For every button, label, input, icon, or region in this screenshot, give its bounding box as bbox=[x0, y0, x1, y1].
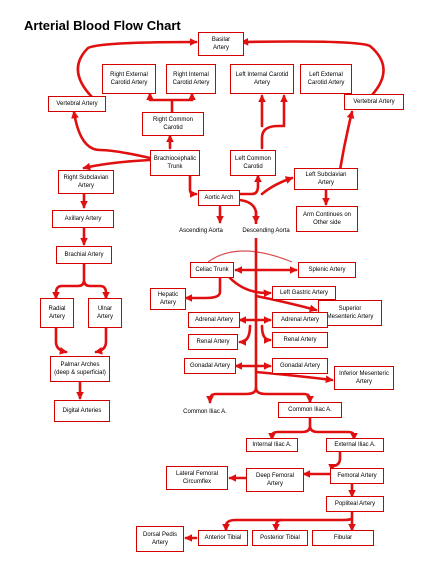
node-ulnar-artery[interactable]: Ulnar Artery bbox=[88, 298, 122, 328]
node-gonadal-artery-right[interactable]: Gonadal Artery bbox=[272, 358, 328, 374]
node-left-subclavian[interactable]: Left Subclavian Artery bbox=[294, 168, 358, 190]
node-dorsal-pedis-artery[interactable]: Dorsal Pedis Artery bbox=[136, 526, 184, 552]
node-splenic-artery[interactable]: Splenic Artery bbox=[298, 262, 356, 278]
node-digital-arteries[interactable]: Digital Arteries bbox=[54, 400, 110, 422]
node-renal-artery-right[interactable]: Renal Artery bbox=[272, 332, 328, 348]
connector bbox=[260, 94, 288, 150]
node-anterior-tibial[interactable]: Anterior Tibial bbox=[198, 530, 248, 546]
node-left-gastric-artery[interactable]: Left Gastric Artery bbox=[272, 286, 336, 300]
connector bbox=[260, 324, 272, 344]
connector bbox=[148, 93, 194, 114]
node-palmar-arches[interactable]: Palmar Arches (deep & superficial) bbox=[50, 356, 110, 382]
node-brachial-artery[interactable]: Brachial Artery bbox=[56, 246, 112, 264]
node-superior-mesenteric[interactable]: Superior Mesenteric Artery bbox=[318, 300, 382, 326]
node-radial-artery[interactable]: Radial Artery bbox=[40, 298, 74, 328]
connector bbox=[54, 262, 108, 299]
connector bbox=[54, 326, 68, 355]
connector bbox=[184, 276, 222, 302]
node-vertebral-artery-left[interactable]: Vertebral Artery bbox=[48, 96, 106, 112]
connector bbox=[76, 38, 198, 99]
node-common-iliac-left[interactable]: Common Iliac A. bbox=[176, 404, 234, 420]
connector bbox=[240, 37, 385, 97]
connector bbox=[328, 450, 342, 472]
connector bbox=[270, 416, 356, 440]
node-common-iliac-right[interactable]: Common Iliac A. bbox=[278, 402, 342, 418]
node-right-internal-carotid[interactable]: Right Internal Carotid Artery bbox=[166, 64, 216, 94]
node-adrenal-artery-right[interactable]: Adrenal Artery bbox=[272, 312, 328, 328]
connector bbox=[238, 174, 262, 196]
node-femoral-artery[interactable]: Femoral Artery bbox=[330, 468, 384, 484]
connector bbox=[338, 110, 355, 172]
node-basilar-artery[interactable]: Basilar Artery bbox=[198, 32, 244, 56]
node-left-common-carotid[interactable]: Left Common Carotid bbox=[230, 150, 276, 176]
connector bbox=[82, 158, 152, 171]
connector bbox=[71, 110, 152, 160]
node-popliteal-artery[interactable]: Popliteal Artery bbox=[326, 496, 384, 512]
node-celiac-trunk[interactable]: Celiac Trunk bbox=[190, 262, 234, 278]
node-descending-aorta[interactable]: Descending Aorta bbox=[238, 224, 294, 238]
connector bbox=[274, 510, 354, 530]
node-gonadal-artery-left[interactable]: Gonadal Artery bbox=[184, 358, 236, 374]
connector bbox=[94, 326, 108, 355]
node-internal-iliac[interactable]: Internal Iliac A. bbox=[246, 438, 298, 452]
node-hepatic-artery[interactable]: Hepatic Artery bbox=[150, 288, 186, 310]
aortic-arch-curve bbox=[207, 250, 293, 263]
node-ascending-aorta[interactable]: Ascending Aorta bbox=[176, 224, 226, 238]
connector bbox=[228, 276, 272, 298]
node-right-common-carotid[interactable]: Right Common Carotid bbox=[142, 112, 204, 136]
node-vertebral-artery-right[interactable]: Vertebral Artery bbox=[344, 94, 404, 110]
node-external-iliac[interactable]: External Iliac A. bbox=[326, 438, 384, 452]
node-brachiocephalic-trunk[interactable]: Brachiocephalic Trunk bbox=[150, 150, 200, 176]
connector bbox=[188, 174, 198, 198]
node-fibular[interactable]: Fibular bbox=[312, 530, 374, 546]
node-aortic-arch[interactable]: Aortic Arch bbox=[198, 190, 240, 206]
node-adrenal-artery-left[interactable]: Adrenal Artery bbox=[188, 312, 240, 328]
node-axillary-artery[interactable]: Axillary Artery bbox=[52, 210, 114, 228]
node-inferior-mesenteric[interactable]: Inferior Mesenteric Artery bbox=[334, 366, 394, 390]
node-left-external-carotid[interactable]: Left External Carotid Artery bbox=[300, 64, 352, 94]
connector bbox=[222, 518, 284, 532]
connector bbox=[254, 294, 318, 313]
node-left-internal-carotid[interactable]: Left Internal Carotid Artery bbox=[230, 64, 294, 94]
node-deep-femoral-artery[interactable]: Deep Femoral Artery bbox=[246, 468, 304, 492]
connector bbox=[206, 386, 258, 404]
connector bbox=[254, 370, 334, 384]
node-arm-continues[interactable]: Arm Continues on Other side bbox=[296, 206, 358, 232]
connector bbox=[254, 386, 314, 404]
node-right-subclavian[interactable]: Right Subclavian Artery bbox=[58, 170, 114, 194]
node-posterior-tibial[interactable]: Posterior Tibial bbox=[252, 530, 308, 546]
connector bbox=[260, 176, 294, 196]
node-renal-artery-left[interactable]: Renal Artery bbox=[188, 334, 238, 350]
page-title: Arterial Blood Flow Chart bbox=[24, 18, 181, 33]
node-right-external-carotid[interactable]: Right External Carotid Artery bbox=[102, 64, 156, 94]
node-lateral-femoral-circumflex[interactable]: Lateral Femoral Circumflex bbox=[166, 466, 228, 490]
connector bbox=[238, 324, 252, 346]
